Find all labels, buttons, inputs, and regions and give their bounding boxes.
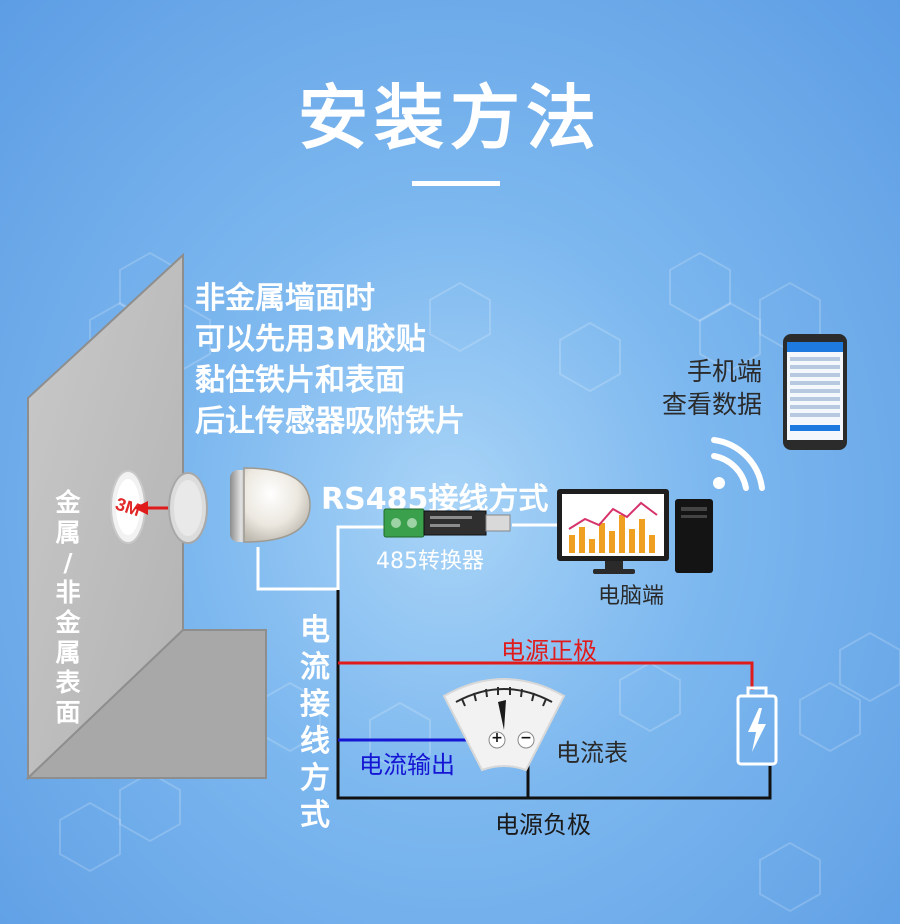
pc-label: 电脑端 — [598, 584, 665, 609]
installation-note: 非金属墙面时 可以先用3M胶贴 黏住铁片和表面 后让传感器吸附铁片 — [195, 278, 465, 442]
note-line: 非金属墙面时 — [195, 281, 375, 316]
wall-illustration — [25, 252, 267, 781]
wall-surface-label: 金属/非金属表面 — [55, 488, 81, 727]
ammeter-label: 电流表 — [556, 739, 628, 767]
iron-sheet — [168, 472, 208, 544]
wifi-icon — [711, 437, 765, 491]
current-output-label: 电流输出 — [359, 751, 455, 779]
desktop-computer — [557, 489, 713, 574]
page-title: 安装方法 — [298, 77, 602, 159]
phone-label-line: 查看数据 — [662, 390, 763, 419]
current-wiring-title-text: 电流接线方式 — [300, 613, 330, 833]
mobile-phone — [783, 334, 847, 450]
ammeter — [442, 678, 566, 772]
power-positive-label: 电源正极 — [501, 637, 597, 665]
current-wiring-title: 电流接线方式 — [295, 612, 335, 834]
power-negative-label: 电源负极 — [495, 811, 591, 839]
note-line: 后让传感器吸附铁片 — [195, 404, 465, 439]
meter-minus-terminal: − — [520, 730, 532, 746]
note-line: 黏住铁片和表面 — [195, 363, 405, 398]
battery-icon — [736, 686, 778, 766]
meter-plus-terminal: + — [491, 730, 503, 746]
sensor-device — [230, 467, 311, 543]
title-underline — [412, 181, 500, 186]
converter-label: 485转换器 — [376, 549, 484, 574]
phone-label: 手机端 查看数据 — [662, 355, 762, 421]
note-line: 可以先用3M胶贴 — [195, 322, 426, 357]
rs485-converter — [383, 508, 511, 538]
phone-label-line: 手机端 — [687, 357, 763, 386]
